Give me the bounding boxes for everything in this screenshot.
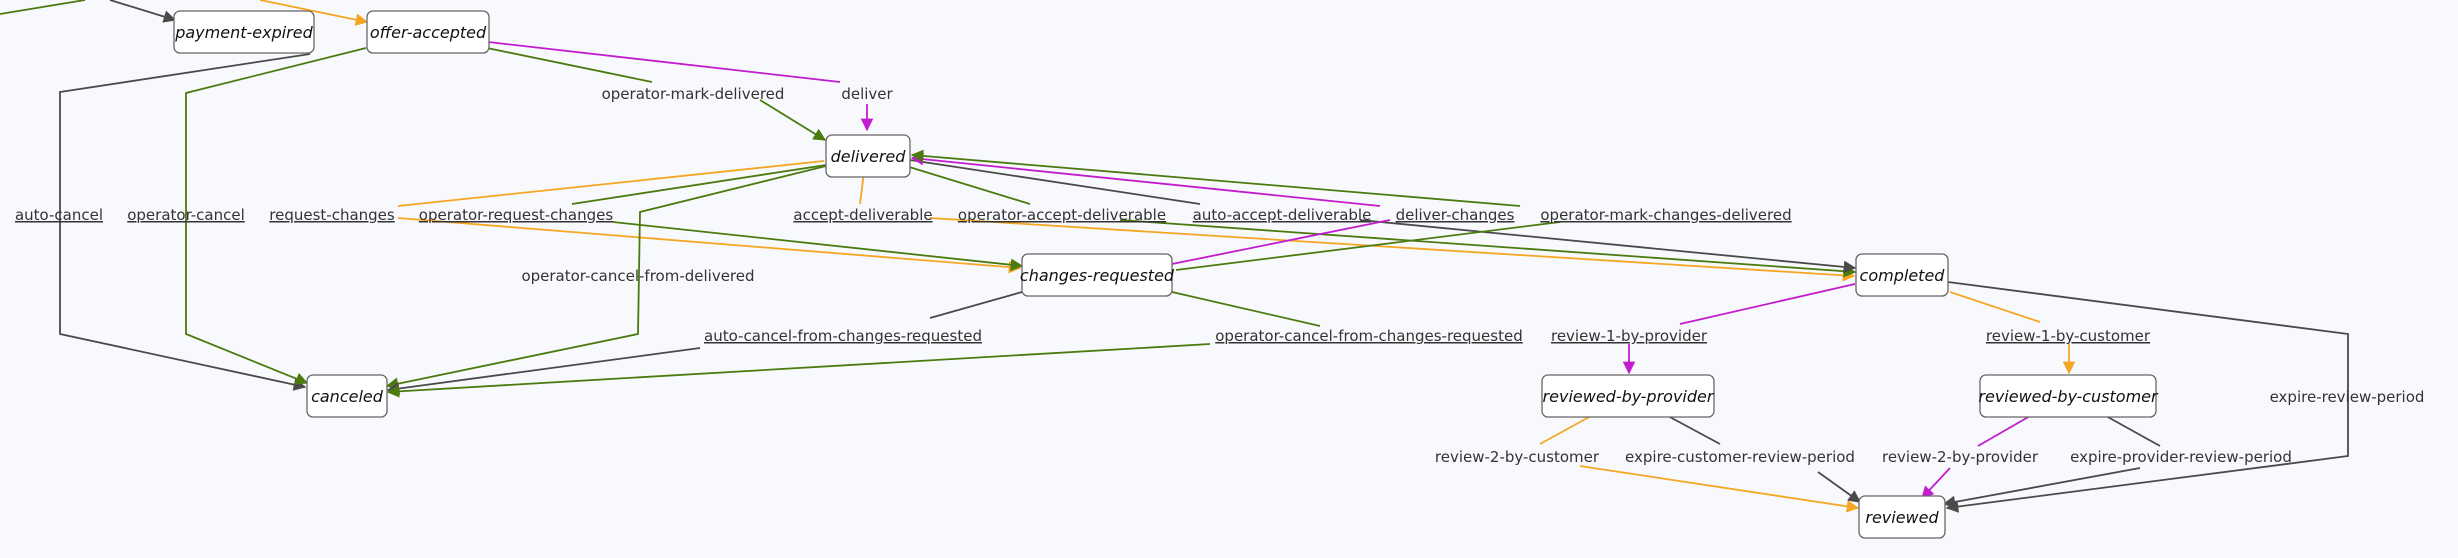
node-label-reviewed-by-provider: reviewed-by-provider: [1543, 387, 1715, 406]
edge-review-1-by-customer: [1949, 291, 2041, 323]
label-review-2-by-customer: review-2-by-customer: [1435, 448, 1600, 466]
edge-request-changes-lower: [397, 217, 1022, 274]
label-operator-request-changes[interactable]: operator-request-changes: [419, 206, 614, 224]
label-request-changes[interactable]: request-changes: [269, 206, 395, 224]
edge-deliver: [487, 41, 867, 130]
label-auto-accept-deliverable[interactable]: auto-accept-deliverable: [1193, 206, 1372, 224]
edge-expire-provider-review-period-lower: [1942, 467, 2141, 509]
node-label-payment-expired: payment-expired: [174, 23, 313, 42]
label-operator-accept-deliverable[interactable]: operator-accept-deliverable: [958, 206, 1166, 224]
node-label-reviewed: reviewed: [1865, 508, 1939, 527]
edge-deliver-changes: [912, 158, 1391, 265]
node-label-canceled: canceled: [311, 387, 384, 406]
label-expire-provider-review-period: expire-provider-review-period: [2070, 448, 2292, 466]
node-changes-requested[interactable]: changes-requested: [1020, 253, 1175, 297]
node-label-changes-requested: changes-requested: [1020, 266, 1175, 285]
label-operator-cancel-from-delivered: operator-cancel-from-delivered: [521, 267, 754, 285]
edge-operator-accept-deliverable: [905, 165, 1031, 205]
edge-expire-review-period: [1945, 281, 2349, 513]
edge-operator-mark-changes-delivered: [912, 155, 1561, 271]
edge-auto-accept-deliverable-lower: [1359, 219, 1857, 274]
edge-review-2-by-customer: [1539, 415, 1592, 445]
edge-expire-customer-review-period-lower: [1817, 471, 1862, 503]
edge-into-payment-expired: [109, 0, 177, 23]
label-operator-cancel[interactable]: operator-cancel: [127, 206, 245, 224]
node-offer-accepted[interactable]: offer-accepted: [366, 10, 490, 54]
edge-auto-accept-deliverable: [909, 159, 1201, 205]
edge-expire-customer-review-period: [1667, 415, 1721, 445]
edge-review-2-by-provider: [1977, 415, 2031, 447]
edge-operator-cancel-from-changes-requested: [388, 291, 1321, 392]
edge-auto-cancel-from-changes-requested: [388, 291, 1023, 390]
label-accept-deliverable[interactable]: accept-deliverable: [793, 206, 932, 224]
label-expire-customer-review-period: expire-customer-review-period: [1625, 448, 1855, 466]
edge-into-offer-accepted: [259, 0, 369, 26]
edge-operator-request-changes-lower: [612, 221, 1024, 272]
edge-auto-cancel: [59, 53, 311, 391]
edge-operator-cancel-from-delivered: [385, 165, 827, 390]
node-delivered[interactable]: delivered: [825, 134, 911, 178]
label-operator-mark-delivered: operator-mark-delivered: [602, 85, 785, 103]
label-deliver: deliver: [841, 85, 893, 103]
label-expire-review-period: expire-review-period: [2270, 388, 2425, 406]
label-review-2-by-provider: review-2-by-provider: [1882, 448, 2039, 466]
edge-green-offscreen: [0, 0, 86, 15]
node-reviewed-by-provider[interactable]: reviewed-by-provider: [1541, 374, 1715, 418]
node-reviewed[interactable]: reviewed: [1858, 495, 1946, 539]
node-label-completed: completed: [1860, 266, 1946, 285]
node-payment-expired[interactable]: payment-expired: [173, 10, 315, 54]
node-label-offer-accepted: offer-accepted: [370, 23, 487, 42]
edge-review-1-by-provider: [1679, 283, 1856, 325]
label-operator-cancel-from-changes-requested[interactable]: operator-cancel-from-changes-requested: [1215, 327, 1523, 345]
label-auto-cancel[interactable]: auto-cancel: [15, 206, 103, 224]
edge-operator-request-changes: [571, 164, 827, 205]
label-operator-mark-changes-delivered[interactable]: operator-mark-changes-delivered: [1540, 206, 1791, 224]
label-deliver-changes[interactable]: deliver-changes: [1396, 206, 1515, 224]
label-review-1-by-customer[interactable]: review-1-by-customer: [1986, 327, 2151, 345]
node-canceled[interactable]: canceled: [306, 374, 388, 418]
node-label-reviewed-by-customer: reviewed-by-customer: [1978, 387, 2159, 406]
label-auto-cancel-from-changes-requested[interactable]: auto-cancel-from-changes-requested: [704, 327, 982, 345]
edge-review-2-by-provider-lower: [1921, 467, 1951, 499]
node-label-delivered: delivered: [831, 147, 907, 166]
edge-operator-accept-deliverable-lower: [1119, 219, 1857, 278]
edge-operator-mark-delivered: [486, 47, 825, 140]
label-review-1-by-provider[interactable]: review-1-by-provider: [1551, 327, 1708, 345]
edge-expire-provider-review-period: [2105, 415, 2161, 447]
edge-request-changes: [397, 160, 825, 207]
edge-operator-cancel: [185, 47, 367, 385]
edge-review-2-by-customer-lower: [1579, 465, 1860, 513]
edge-accept-deliverable-lower: [929, 217, 1856, 282]
node-reviewed-by-customer[interactable]: reviewed-by-customer: [1978, 374, 2159, 418]
node-completed[interactable]: completed: [1855, 253, 1949, 297]
